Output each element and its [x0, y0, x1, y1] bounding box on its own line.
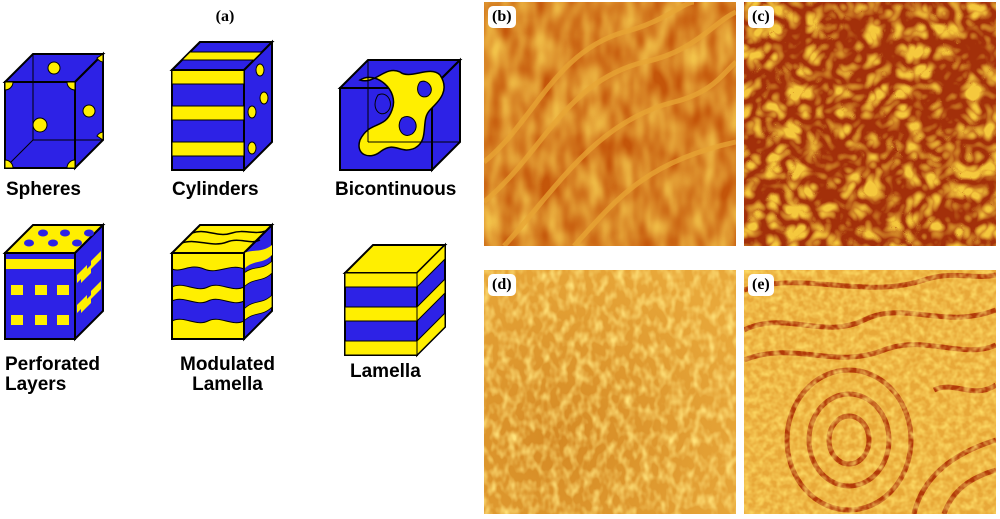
- cylinders-label: Cylinders: [172, 179, 259, 200]
- panel-a: (a) Spheres: [0, 0, 480, 519]
- afm-panel-e-label: (e): [748, 274, 774, 296]
- cylinders-cube: [169, 39, 277, 173]
- lamella-cube: [342, 242, 450, 358]
- modulated-lamella-cube: [169, 222, 277, 342]
- afm-panel-d-label: (d): [488, 274, 516, 296]
- spheres-label: Spheres: [6, 179, 81, 200]
- bicontinuous-cube: [337, 57, 465, 175]
- afm-panel-c-label: (c): [748, 6, 774, 28]
- lamella-label: Lamella: [350, 361, 421, 382]
- afm-panel-b: (b): [484, 2, 736, 246]
- afm-panel-b-label: (b): [488, 6, 516, 28]
- modulated-lamella-label: Modulated Lamella: [180, 354, 275, 395]
- afm-panel-e: (e): [744, 270, 996, 514]
- perforated-layers-cube: [2, 222, 106, 342]
- perforated-layers-label: Perforated Layers: [5, 354, 101, 395]
- spheres-cube: [2, 51, 106, 171]
- afm-panel-c: (c): [744, 2, 996, 246]
- bicontinuous-label: Bicontinuous: [335, 179, 457, 200]
- panel-a-label: (a): [215, 8, 235, 25]
- afm-panel-d: (d): [484, 270, 736, 514]
